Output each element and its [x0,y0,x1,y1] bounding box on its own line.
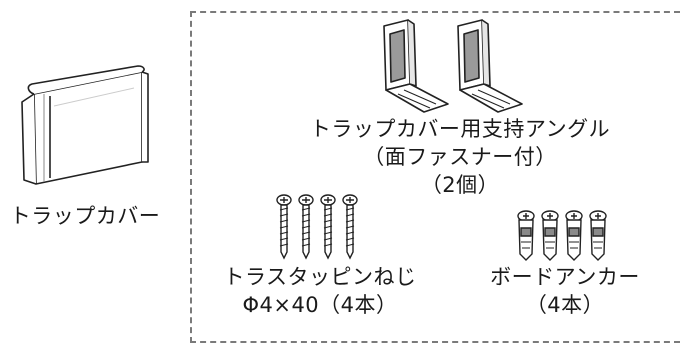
support-angle-name: トラップカバー用支持アングル [309,117,611,141]
trap-cover-label: トラップカバー [9,204,161,228]
screw-name: トラスタッピンねじ [223,265,417,289]
anchor-name: ボードアンカー [490,265,640,289]
screw-spec: Φ4×40（4本） [242,293,398,317]
support-angle-image [383,19,523,113]
anchor-quantity: （4本） [525,293,605,317]
tapping-screws-image [276,194,358,260]
board-anchors-image [517,210,607,261]
included-parts-dashed-frame [190,11,680,343]
support-angle-note: （面ファスナー付） [363,145,557,169]
trap-cover-image [21,65,149,185]
support-angle-quantity: （2個） [420,173,500,197]
